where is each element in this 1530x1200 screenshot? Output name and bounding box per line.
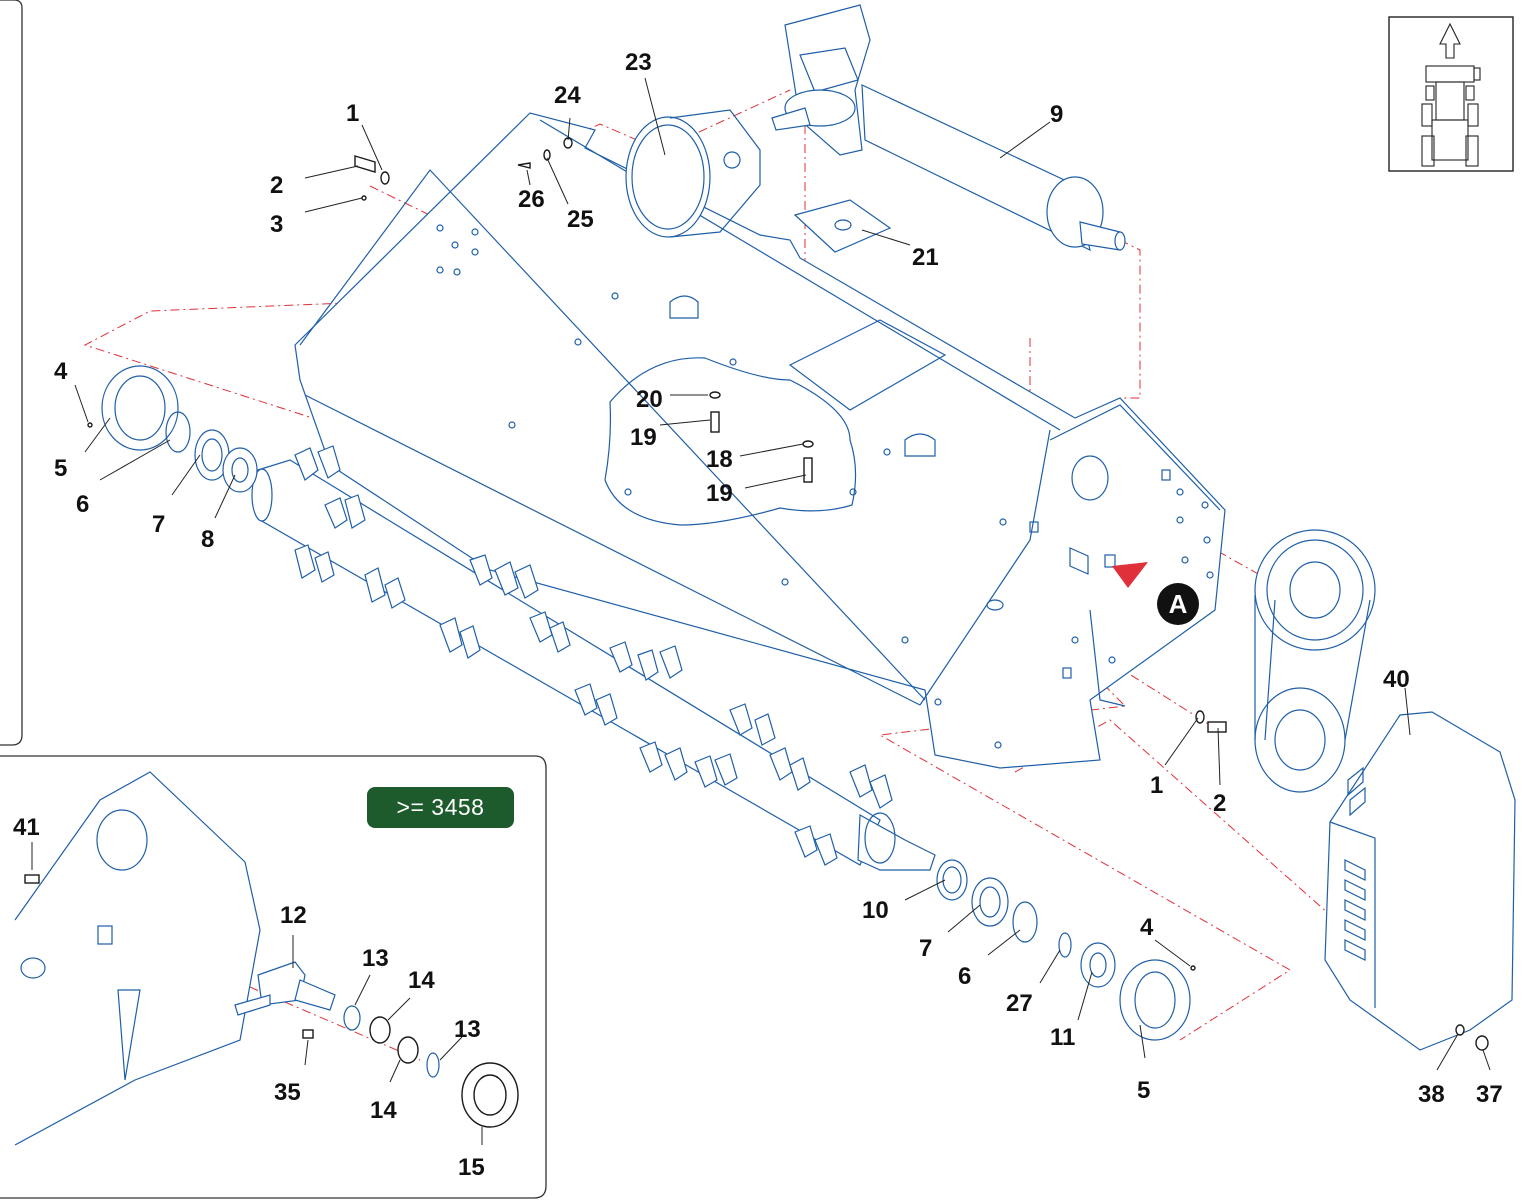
callout-26: 26 xyxy=(518,186,545,213)
callout-3: 3 xyxy=(270,211,283,238)
mounting-plate xyxy=(793,199,892,253)
callout-6: 6 xyxy=(76,491,89,518)
callout-5: 5 xyxy=(1137,1077,1150,1104)
serial-number-badge: >= 3458 xyxy=(367,787,514,828)
callout-13: 13 xyxy=(362,945,389,972)
inset-side-plate xyxy=(14,771,261,1146)
mower-housing xyxy=(294,112,1226,769)
callout-12: 12 xyxy=(280,902,307,929)
inset-leaders xyxy=(31,842,483,1145)
detail-inset-frame xyxy=(0,755,547,1199)
right-bearing-set xyxy=(936,859,1191,1041)
callout-19: 19 xyxy=(706,480,733,507)
callout-labels: 1 2 3 24 26 25 23 9 21 4 5 6 7 8 20 19 1… xyxy=(13,49,1503,1181)
view-marker-a-main: A xyxy=(1157,583,1199,625)
callout-9: 9 xyxy=(1050,101,1063,128)
callout-10: 10 xyxy=(862,897,889,924)
callout-41: 41 xyxy=(13,814,40,841)
bell-housing xyxy=(625,109,761,238)
callout-18: 18 xyxy=(706,446,733,473)
callout-2: 2 xyxy=(1213,790,1226,817)
gearbox-assembly xyxy=(771,4,1126,252)
left-bearing-set xyxy=(101,365,258,493)
callout-7: 7 xyxy=(919,935,932,962)
fasteners xyxy=(87,137,1489,1051)
callout-1: 1 xyxy=(346,100,359,127)
callout-35: 35 xyxy=(274,1079,301,1106)
callout-13: 13 xyxy=(454,1016,481,1043)
callout-37: 37 xyxy=(1476,1081,1503,1108)
callout-14: 14 xyxy=(370,1097,397,1124)
callout-leaders xyxy=(74,77,1491,1071)
callout-25: 25 xyxy=(567,206,594,233)
callout-21: 21 xyxy=(912,244,939,271)
callout-14: 14 xyxy=(408,967,435,994)
callout-27: 27 xyxy=(1006,990,1033,1017)
callout-6: 6 xyxy=(958,963,971,990)
svg-text:A: A xyxy=(1169,589,1188,619)
callout-38: 38 xyxy=(1418,1081,1445,1108)
callout-8: 8 xyxy=(201,526,214,553)
callout-40: 40 xyxy=(1383,666,1410,693)
callout-11: 11 xyxy=(1050,1024,1075,1051)
callout-19: 19 xyxy=(630,424,657,451)
callout-1: 1 xyxy=(1150,772,1163,799)
callout-4: 4 xyxy=(1140,914,1154,941)
callout-23: 23 xyxy=(625,49,652,76)
callout-20: 20 xyxy=(636,386,663,413)
callout-2: 2 xyxy=(270,172,283,199)
inset-shaft-parts xyxy=(24,874,519,1128)
flail-blades xyxy=(294,445,893,866)
callout-4: 4 xyxy=(54,358,68,385)
upper-left-frame xyxy=(0,0,23,746)
callout-7: 7 xyxy=(152,511,165,538)
callout-15: 15 xyxy=(458,1154,485,1181)
callout-5: 5 xyxy=(54,455,67,482)
belt-guard xyxy=(1324,711,1516,1051)
tractor-direction-icon xyxy=(1388,16,1514,172)
callout-24: 24 xyxy=(554,82,581,109)
pulley-belt-drive xyxy=(1254,529,1376,793)
